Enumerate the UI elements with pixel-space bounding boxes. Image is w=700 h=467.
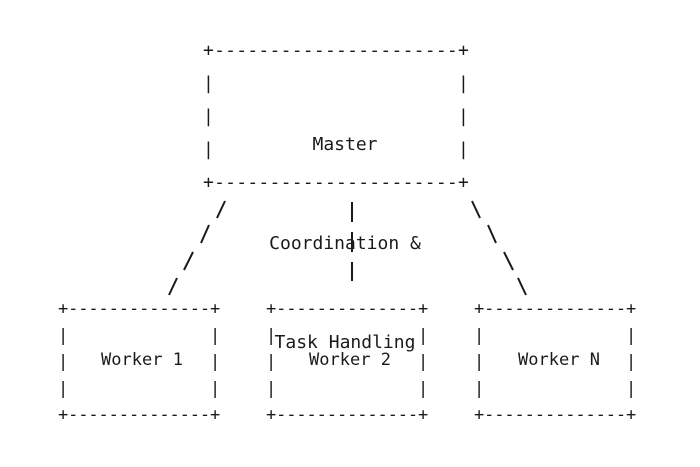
worker-1-box-frame: +--------------+ | | | | | | +----------…	[58, 299, 221, 425]
master-label-line-3: Task Handling	[274, 332, 416, 353]
worker-2-label: Worker 2	[309, 350, 391, 370]
worker-1-label: Worker 1	[101, 350, 183, 370]
master-box-label: Master Coordination & Task Handling	[210, 62, 480, 425]
worker-n-label: Worker N	[518, 350, 600, 370]
master-label-line-1: Master	[312, 134, 378, 155]
connector-left	[168, 200, 226, 296]
master-label-line-2: Coordination &	[269, 233, 421, 254]
worker-2-box-frame: +--------------+ | | | | | | +----------…	[266, 299, 429, 425]
master-box-frame: +----------------------+ | | | | | | +--…	[203, 40, 470, 193]
connector-right	[471, 200, 527, 296]
worker-n-box-frame: +--------------+ | | | | | | +----------…	[474, 299, 637, 425]
